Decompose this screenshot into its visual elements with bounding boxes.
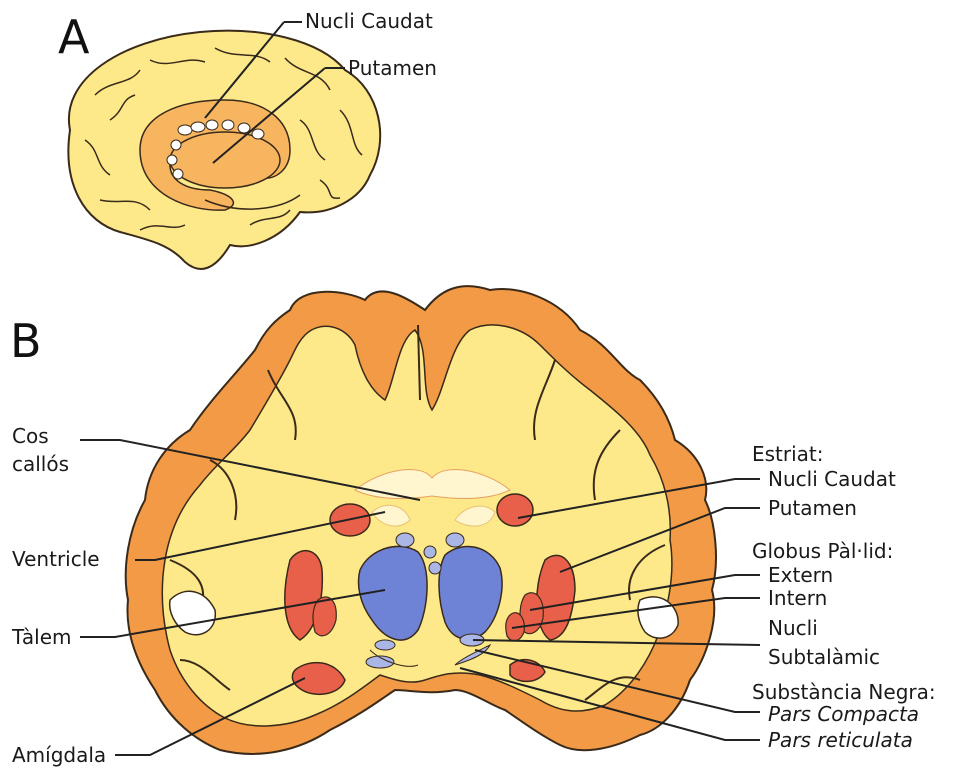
panel-label-a: A [58,14,89,60]
label-nucli-caudat: Nucli Caudat [768,467,896,491]
label-nucli: Nucli [768,616,818,640]
panel-label-b: B [10,318,42,364]
label-a-putamen: Putamen [348,56,437,80]
label-amigdala: Amígdala [12,743,106,767]
panel-b-coronal [80,286,760,755]
putamen-a [170,132,280,188]
panel-a-brain [68,22,380,269]
label-extern: Extern [768,563,833,587]
caudate-right [497,494,533,526]
label-a-caudate: Nucli Caudat [305,9,433,33]
label-estriat: Estriat: [752,442,824,466]
label-subtalamic: Subtalàmic [768,645,880,669]
label-substancia: Substància Negra: [752,680,936,704]
label-putamen-b: Putamen [768,496,857,520]
label-pars-compacta: Pars Compacta [768,702,919,726]
label-callos: callós [12,452,69,476]
label-talem: Tàlem [12,625,71,649]
label-globus: Globus Pàl·lid: [752,539,893,563]
label-intern: Intern [768,586,827,610]
label-ventricle: Ventricle [12,547,100,571]
label-cos: Cos [12,424,49,448]
label-pars-reticulata: Pars reticulata [768,728,913,752]
